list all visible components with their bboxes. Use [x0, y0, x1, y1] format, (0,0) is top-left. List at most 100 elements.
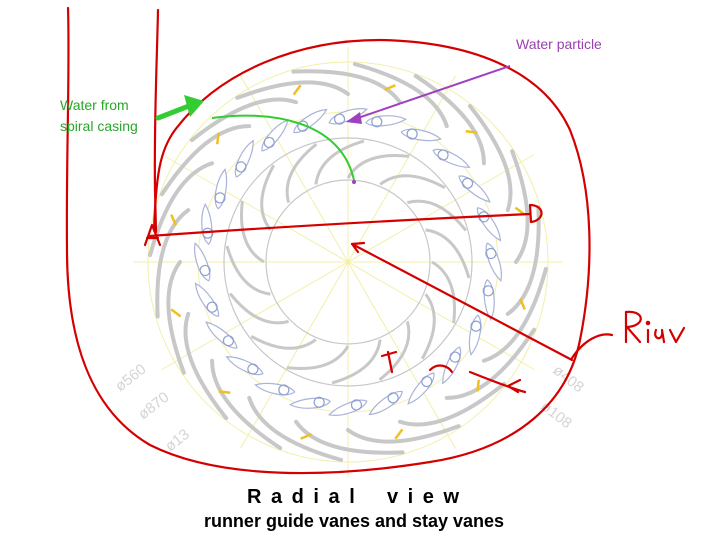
orange-marker [292, 84, 302, 96]
diagram-subtitle: runner guide vanes and stay vanes [203, 511, 505, 531]
stay-vane [291, 69, 402, 105]
runner-blade [225, 245, 271, 296]
guide-vanes [194, 108, 502, 416]
handwritten-i-dot [645, 320, 651, 326]
runner-blade [425, 228, 471, 279]
tick-mark-4 [506, 378, 522, 394]
guide-vane [442, 346, 462, 385]
orange-markers [170, 84, 526, 440]
guide-vane [234, 139, 254, 178]
diagram-title: R a d i a l v i e w [246, 486, 462, 508]
stay-vane [505, 205, 541, 316]
dimension-label-108: ø108 [538, 398, 575, 432]
orange-marker [394, 428, 404, 440]
guide-vane-pivot [333, 113, 346, 125]
runner-blade [331, 339, 382, 385]
handwritten-iav [646, 326, 686, 344]
runner-blade [420, 293, 436, 360]
stay-vane [510, 149, 530, 264]
guide-vane [365, 115, 407, 128]
runner-blade [260, 164, 276, 231]
green-annotation: Water from spiral casing [60, 95, 356, 184]
guide-vane [400, 128, 442, 142]
runner-blade [250, 334, 317, 350]
runner-blade [378, 321, 411, 382]
water-particle-label: Water particle [516, 36, 602, 52]
stay-vane [444, 327, 537, 400]
runner-hub-ring [265, 179, 431, 345]
guide-vane [214, 168, 228, 210]
guide-vane [328, 108, 368, 125]
guide-vane [254, 382, 296, 396]
stay-vane [166, 260, 186, 375]
guide-vane-pivot [461, 177, 474, 189]
guide-vane-pivot [222, 335, 235, 347]
water-from-label-line1: Water from [60, 97, 129, 113]
radius-arrow [350, 241, 574, 362]
guide-vane-pivot [421, 375, 433, 388]
water-from-label-line2: spiral casing [60, 118, 138, 134]
guide-vane [194, 282, 220, 317]
purple-annotation: Water particle [346, 36, 602, 124]
runner-blade [431, 260, 456, 324]
runner-blade [228, 292, 289, 325]
tick-mark-2 [428, 364, 454, 374]
guide-vane-pivot [235, 161, 247, 173]
stay-vane [148, 161, 215, 258]
guide-vane [458, 175, 491, 203]
guide-vane-pivot [214, 192, 226, 204]
guide-vane [468, 314, 482, 356]
stay-vane [294, 419, 405, 455]
tick-mark-1 [380, 350, 398, 374]
green-arrow-head [184, 95, 204, 117]
stay-vane [413, 73, 486, 166]
guide-vane [368, 390, 403, 416]
runner-rings [223, 137, 473, 387]
tick-mark-3 [468, 370, 527, 394]
stay-vane [247, 395, 344, 462]
dimension-label-13: ø13 [162, 426, 193, 455]
guide-vane-pivot [278, 384, 290, 396]
guide-vane [261, 119, 289, 152]
orange-marker [384, 84, 396, 91]
guide-vane-pivot [406, 128, 418, 140]
dimension-label-408: ø408 [550, 362, 587, 396]
purple-arrow-head [346, 112, 362, 124]
orange-marker [218, 390, 231, 395]
radius-pointer [570, 333, 614, 360]
handwritten-R [624, 310, 642, 344]
stay-vane [210, 358, 283, 451]
guide-vane-profile [205, 321, 238, 349]
runner-blades [225, 139, 471, 385]
guide-vane-profile [432, 148, 471, 168]
guide-vane-profile [261, 119, 289, 152]
guide-vane-profile [225, 356, 264, 376]
stay-vane [352, 62, 449, 129]
stay-vane [235, 80, 350, 100]
guide-vane-profile [234, 139, 254, 178]
letter-D [528, 203, 543, 224]
runner-blade [240, 200, 265, 264]
guide-vane [482, 279, 495, 321]
line-A-to-B [148, 212, 532, 238]
stay-vane [155, 208, 191, 319]
guide-vane-profile [458, 175, 491, 203]
runner-blade [285, 142, 318, 203]
water-path-curve [211, 114, 355, 181]
guide-vane-pivot [350, 399, 363, 411]
orange-marker [170, 308, 182, 318]
guide-vane-pivot [202, 227, 214, 239]
water-particle-dot [352, 180, 356, 184]
orange-marker [170, 214, 177, 226]
guide-vane-pivot [485, 247, 497, 260]
guide-vane [289, 396, 331, 409]
orange-marker [465, 129, 478, 134]
stay-vane [189, 97, 299, 143]
guide-vane [205, 321, 238, 349]
spiral-casing-outline [65, 6, 591, 475]
guide-vane-pivot [387, 392, 399, 404]
guide-vane [485, 242, 502, 282]
runner-outer-ring [223, 137, 473, 387]
